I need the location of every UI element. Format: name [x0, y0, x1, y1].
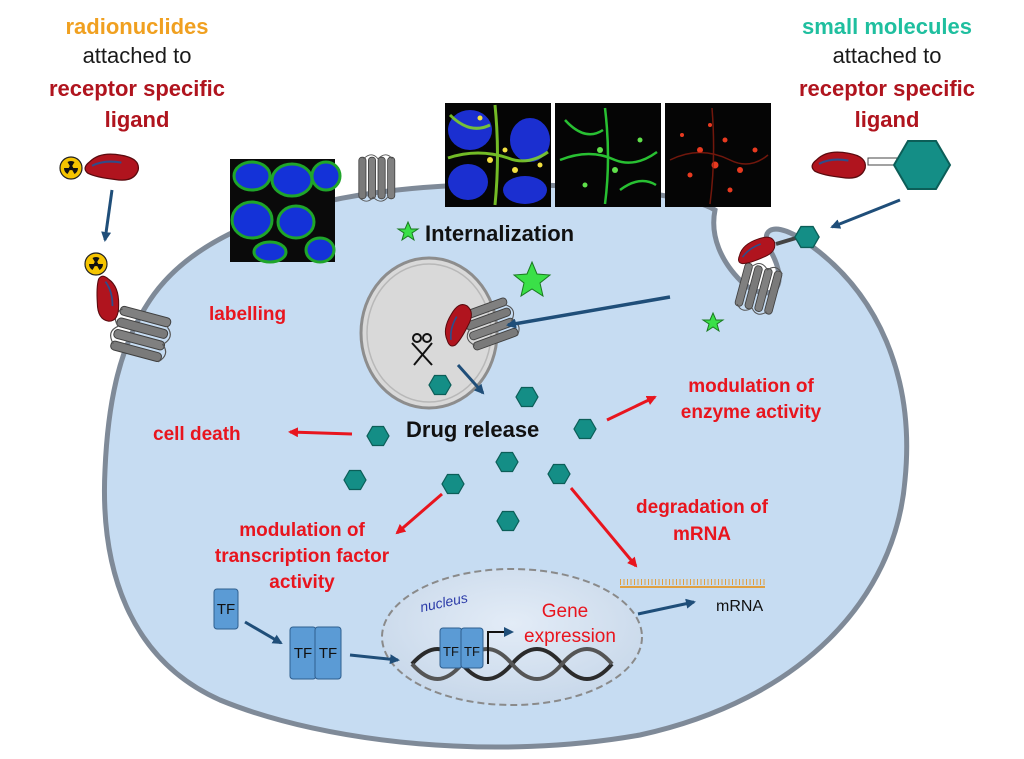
left-title-line4: ligand	[105, 107, 170, 132]
tf-monomer: TF	[213, 588, 239, 630]
mrna-strand	[620, 579, 765, 588]
drug-molecule	[515, 386, 539, 408]
ligand-icon	[84, 153, 140, 182]
right-title-line1: small molecules	[802, 14, 972, 39]
gene-label-line2: expression	[524, 626, 616, 647]
tf-label-line3: activity	[269, 572, 335, 593]
drug-release-label: Drug release	[406, 417, 539, 442]
svg-text:TF: TF	[217, 601, 235, 618]
arrow-cell-death	[288, 427, 353, 438]
mrna-degradation-line2: mRNA	[673, 524, 731, 545]
drug-molecule	[547, 463, 571, 485]
drug-molecule	[573, 418, 597, 440]
enzyme-label-line1: modulation of	[688, 376, 814, 397]
radionuclide-icon	[59, 156, 83, 180]
gene-label-line1: Gene	[542, 601, 588, 622]
drug-molecule	[366, 425, 390, 447]
arrow-tf-to-nucleus	[349, 653, 400, 665]
radionuclide-bound-icon	[84, 252, 108, 276]
svg-text:TF: TF	[319, 645, 337, 662]
fluorescent-star-top	[396, 220, 420, 242]
drug-molecule	[495, 451, 519, 473]
mrna-degradation-line1: degradation of	[636, 497, 769, 518]
internalization-label: Internalization	[425, 221, 574, 246]
arrow-endosome-release	[456, 364, 485, 395]
labelling-label: labelling	[209, 304, 286, 325]
cell-death-label: cell death	[153, 424, 241, 445]
tf-label-line2: transcription factor	[215, 546, 390, 567]
transcription-start-arrow	[487, 627, 514, 664]
arrow-small-molecule	[830, 198, 901, 229]
arrow-ligand-down	[101, 189, 114, 242]
arrow-tf-dimerize	[244, 620, 283, 645]
drug-molecule	[496, 510, 520, 532]
arrow-internalization	[506, 295, 671, 329]
left-title-line1: radionuclides	[65, 14, 208, 39]
microscopy-panel-4	[665, 103, 771, 207]
tf-dimer-nucleus: TF TF	[439, 627, 484, 669]
right-title-line4: ligand	[855, 107, 920, 132]
svg-text:TF: TF	[294, 645, 312, 662]
enzyme-label-line2: enzyme activity	[681, 402, 822, 423]
drug-endosome	[428, 374, 452, 396]
right-title-line2: attached to	[833, 43, 942, 68]
svg-text:TF: TF	[443, 644, 459, 659]
svg-text:TF: TF	[464, 644, 480, 659]
arrow-mrna	[637, 598, 696, 616]
nucleus	[381, 568, 643, 706]
microscopy-panel-2	[445, 103, 551, 207]
microscopy-panel-3	[555, 103, 661, 207]
arrow-tf	[395, 492, 443, 535]
small-molecule-bound	[794, 225, 820, 249]
drug-molecule	[441, 473, 465, 495]
right-title-line3: receptor specific	[799, 76, 975, 101]
arrow-enzyme	[606, 395, 657, 422]
ligand-icon-right	[811, 151, 867, 180]
left-title-line2: attached to	[83, 43, 192, 68]
microscopy-panel-1	[230, 159, 342, 264]
fluorescent-star-endosome	[512, 260, 552, 298]
mrna-label: mRNA	[716, 598, 763, 615]
arrow-mrna-degradation	[569, 487, 638, 568]
small-molecule-icon	[892, 140, 952, 190]
fluorescent-star-right	[701, 311, 725, 333]
left-title-line3: receptor specific	[49, 76, 225, 101]
drug-molecule	[343, 469, 367, 491]
tf-dimer: TF TF	[289, 626, 342, 680]
ligand-bound-left	[91, 273, 124, 324]
scissors-icon	[411, 333, 433, 366]
tf-label-line1: modulation of	[239, 520, 365, 541]
